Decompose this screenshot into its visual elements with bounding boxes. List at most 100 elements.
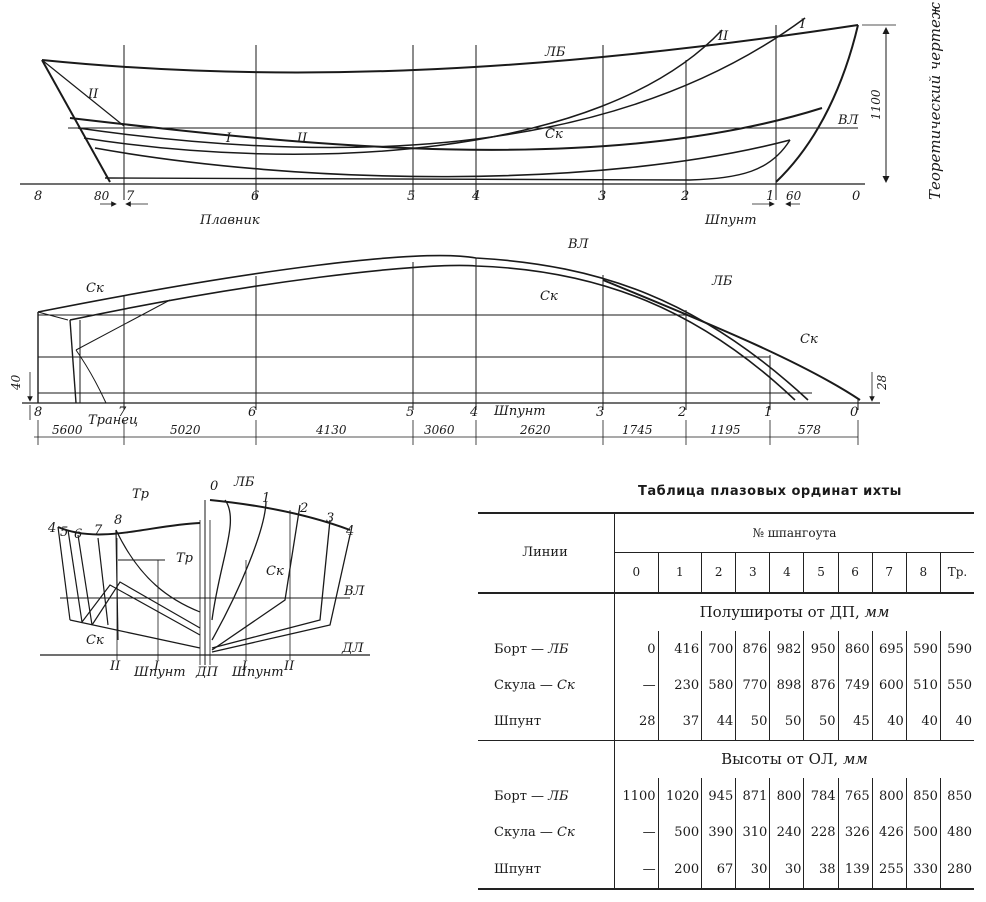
section-header-halfbreadths: Полушироты от ДП, мм [478, 592, 974, 632]
plan-view [22, 254, 880, 445]
profile-stem-line [775, 24, 859, 183]
svg-text:4: 4 [47, 521, 56, 536]
svg-text:1: 1 [262, 491, 270, 506]
profile-dim-height: 1100 [869, 89, 883, 120]
svg-text:1195: 1195 [710, 423, 741, 437]
svg-text:5600: 5600 [52, 423, 83, 437]
profile-stations [123, 25, 777, 200]
svg-text:2: 2 [680, 189, 689, 204]
svg-text:5020: 5020 [170, 423, 201, 437]
profile-buttock-2 [83, 29, 723, 155]
svg-text:6: 6 [251, 189, 259, 204]
profile-label-roman2-a: II [296, 131, 308, 146]
plan-label-lb: ЛБ [711, 274, 733, 289]
plan-sheer-line [602, 279, 861, 401]
svg-text:3060: 3060 [424, 423, 455, 437]
offsets-table: Линии № шпангоута 0 1 2 3 4 5 6 7 8 Тр. … [478, 512, 974, 890]
body-label-dl: ДЛ [341, 641, 365, 656]
profile-label-plavnik: Плавник [199, 213, 260, 228]
svg-text:3: 3 [596, 405, 604, 420]
table-title: Таблица плазовых ординат ихты [638, 484, 902, 499]
svg-text:578: 578 [798, 423, 821, 437]
svg-text:4: 4 [345, 524, 354, 539]
svg-text:2620: 2620 [519, 423, 551, 437]
svg-text:1: 1 [764, 405, 772, 420]
plan-dim-bow-height: 28 [875, 374, 889, 391]
svg-text:7: 7 [118, 405, 127, 420]
plan-label-sk-a: Ск [540, 289, 558, 304]
profile-label-roman1-b: I [799, 17, 806, 32]
profile-dim-bow-offset: 60 [786, 189, 802, 203]
plan-stations [123, 258, 859, 410]
body-label-tr-b: Тр [176, 551, 194, 566]
profile-label-sk: Ск [545, 127, 563, 142]
body-texts: ЛБ Тр Тр Ск Ск ВЛ ДЛ ДП Шпунт Шпунт II I… [47, 475, 366, 680]
svg-text:8: 8 [34, 405, 42, 420]
svg-text:2: 2 [677, 405, 686, 420]
profile-label-lb: ЛБ [544, 45, 566, 60]
svg-text:0: 0 [850, 405, 858, 420]
body-label-lb: ЛБ [233, 475, 255, 490]
body-label-roman1-a: I [153, 659, 160, 674]
col-lines-header: Линии [478, 513, 615, 594]
profile-station-numbers: 8 7 6 5 4 3 2 1 0 [34, 189, 860, 204]
profile-stern-diagonal [41, 59, 125, 127]
profile-keel-line [104, 139, 791, 181]
plan-label-sk-b: Ск [86, 281, 104, 296]
plan-label-shpunt: Шпунт [493, 404, 546, 419]
svg-text:6: 6 [74, 527, 82, 542]
plan-waterline [37, 254, 809, 401]
svg-text:8: 8 [114, 513, 122, 528]
svg-text:7: 7 [126, 189, 135, 204]
svg-text:5: 5 [406, 405, 414, 420]
body-fwd-station-numbers: 0 1 2 3 4 [210, 479, 354, 539]
body-label-roman2-b: II [283, 659, 295, 674]
profile-chine-line [69, 107, 823, 151]
body-label-dp: ДП [195, 665, 219, 680]
svg-text:5: 5 [407, 189, 415, 204]
drawing-side-title: Теоретический чертеж [926, 2, 944, 200]
plan-station-numbers: 8 7 6 5 4 3 2 1 0 [34, 405, 858, 420]
svg-text:6: 6 [248, 405, 256, 420]
profile-label-roman2-stern: II [87, 87, 99, 102]
body-plan [40, 499, 370, 665]
plan-texts: ВЛ Ск ЛБ Ск Ск Транец Шпунт 8 7 6 5 4 3 … [9, 237, 889, 437]
svg-text:2: 2 [299, 501, 308, 516]
profile-label-roman1-a: I [225, 131, 232, 146]
body-aft-sheer [57, 522, 201, 536]
body-label-shpunt-a: Шпунт [133, 665, 186, 680]
svg-text:0: 0 [852, 189, 860, 204]
svg-text:4: 4 [469, 405, 478, 420]
profile-rabbet-line [94, 139, 791, 178]
svg-text:7: 7 [94, 523, 103, 538]
section-header-heights: Высоты от ОЛ, мм [478, 740, 974, 779]
body-label-sk-a: Ск [86, 633, 104, 648]
svg-text:3: 3 [598, 189, 606, 204]
profile-label-vl: ВЛ [837, 113, 860, 128]
svg-text:1: 1 [766, 189, 774, 204]
svg-text:5: 5 [60, 525, 68, 540]
col-frames-header: № шпангоута [614, 513, 974, 553]
body-label-tr-a: Тр [132, 487, 150, 502]
profile-stern-line [41, 59, 111, 183]
profile-view [20, 17, 896, 207]
svg-text:8: 8 [34, 189, 42, 204]
svg-text:4130: 4130 [315, 423, 347, 437]
body-label-roman2-a: II [109, 659, 121, 674]
plan-label-vl: ВЛ [567, 237, 590, 252]
body-label-sk-b: Ск [266, 564, 284, 579]
profile-label-roman2-b: II [717, 29, 729, 44]
profile-buttock-1 [77, 17, 806, 149]
svg-text:0: 0 [210, 479, 218, 494]
profile-dim-stern-offset: 80 [94, 189, 110, 203]
plan-spacings: 5600 5020 4130 3060 2620 1745 1195 578 [52, 423, 821, 437]
body-label-roman1-b: I [241, 659, 248, 674]
svg-text:4: 4 [471, 189, 480, 204]
